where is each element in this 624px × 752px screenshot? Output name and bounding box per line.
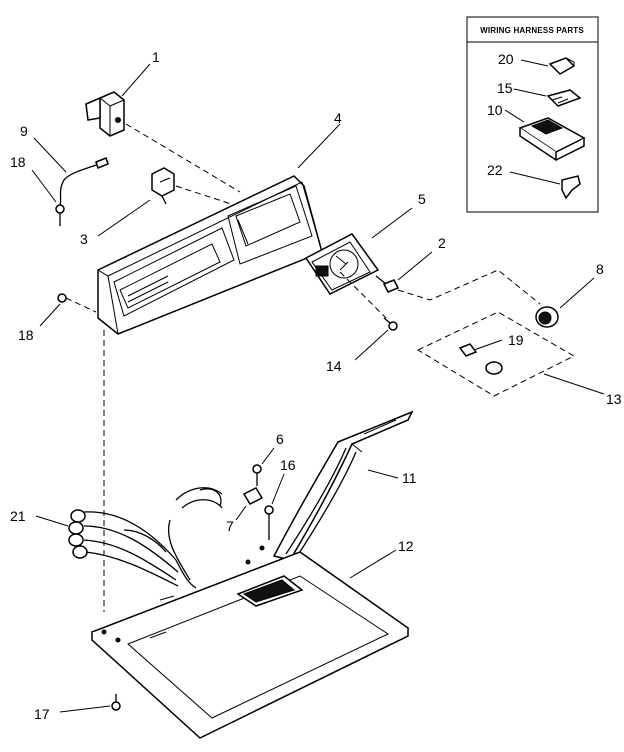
callout-10: 10 (487, 102, 503, 118)
callout-15: 15 (497, 80, 513, 96)
callout-7: 7 (226, 518, 234, 534)
part-21-harness-plugs (68, 509, 179, 587)
part-12-top-panel (90, 545, 410, 739)
callout-2: 2 (438, 235, 446, 251)
callout-8: 8 (596, 261, 604, 277)
callout-19: 19 (508, 332, 524, 348)
callout-17: 17 (34, 706, 50, 722)
part-19-knob (458, 343, 503, 375)
part-3-bracket (151, 167, 175, 205)
wiring-harness-parts-inset: WIRING HARNESS PARTS 20 15 10 22 (466, 16, 599, 213)
part-22-clip (561, 175, 581, 200)
part-7-clip (242, 487, 264, 505)
callout-12: 12 (398, 538, 414, 554)
part-18-screw-left (57, 293, 97, 313)
callout-13: 13 (606, 391, 622, 407)
callout-6: 6 (276, 431, 284, 447)
part-10-connector-block (518, 117, 586, 162)
callout-18-top: 18 (10, 154, 26, 170)
callout-18-left: 18 (18, 327, 34, 343)
part-16-screw (264, 505, 274, 540)
callout-16: 16 (280, 457, 296, 473)
part-20-connector (548, 57, 576, 75)
callout-21: 21 (10, 508, 26, 524)
part-5-timer (304, 233, 380, 295)
callout-22: 22 (487, 162, 503, 178)
part-18-screw-top (55, 204, 65, 226)
part-4-console (97, 175, 323, 335)
callout-14: 14 (326, 358, 342, 374)
part-15-connector (546, 89, 582, 107)
part-8-knob (535, 306, 559, 328)
part-1-switch (85, 91, 125, 137)
callout-5: 5 (418, 191, 426, 207)
inset-title: WIRING HARNESS PARTS (480, 26, 584, 35)
part-6-screw (252, 464, 262, 486)
callout-20: 20 (498, 51, 514, 67)
part-13-kit-box (416, 311, 576, 397)
callout-11: 11 (402, 470, 417, 486)
part-17-screw (111, 694, 121, 711)
callout-4: 4 (334, 110, 342, 126)
callout-9: 9 (20, 123, 28, 139)
callout-1: 1 (152, 49, 160, 65)
part-14-screw (383, 317, 398, 331)
callout-3: 3 (80, 231, 88, 247)
part-2-knob-shaft (375, 275, 400, 293)
part-11-harness-channel (272, 410, 414, 561)
